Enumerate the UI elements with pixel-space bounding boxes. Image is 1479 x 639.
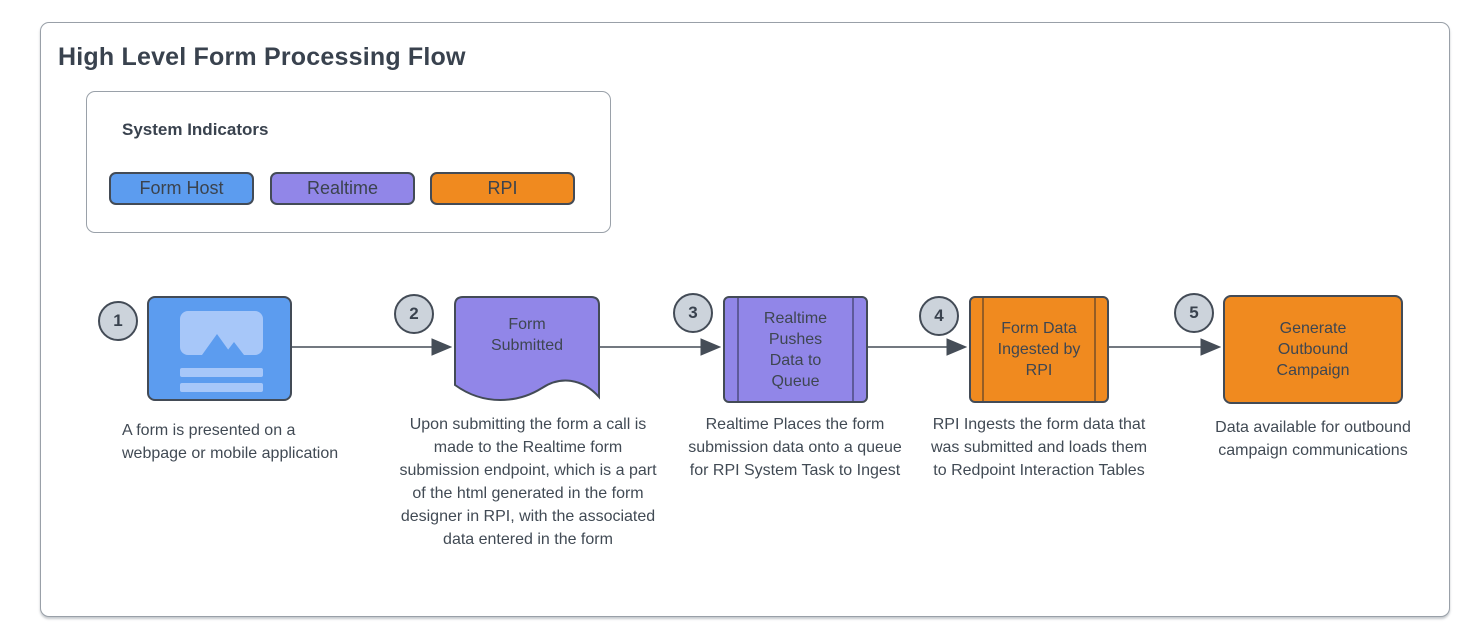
inner-rule: [737, 298, 739, 401]
step-1-number-badge: 1: [98, 301, 138, 341]
legend-title: System Indicators: [122, 120, 269, 139]
step-number: 1: [113, 311, 123, 330]
step-2-shape-label: Form Submitted: [490, 316, 564, 354]
step-number: 3: [688, 303, 698, 322]
text-line-bar: [180, 383, 263, 392]
inner-rule: [982, 298, 984, 401]
image-placeholder: [180, 311, 263, 355]
step-4-shape-label: Form Data Ingested by RPI: [997, 320, 1081, 379]
inner-rule: [1094, 298, 1096, 401]
step-1-form-host-shape: [147, 296, 292, 401]
mountain-icon: [201, 334, 244, 355]
legend-item-rpi: RPI: [430, 172, 575, 205]
step-5-campaign-shape: Generate Outbound Campaign: [1223, 295, 1403, 404]
step-5-shape-label: Generate Outbound Campaign: [1276, 320, 1350, 379]
step-5-caption: Data available for outbound campaign com…: [1215, 419, 1411, 459]
step-3-queue-shape: Realtime Pushes Data to Queue: [723, 296, 868, 403]
step-number: 4: [934, 306, 944, 325]
inner-rule: [852, 298, 854, 401]
step-5-number-badge: 5: [1174, 293, 1214, 333]
legend-item-realtime: Realtime: [270, 172, 415, 205]
step-2-document-shape: [454, 296, 600, 401]
text-line-bar: [180, 368, 263, 377]
step-3-number-badge: 3: [673, 293, 713, 333]
step-3-shape-label: Realtime Pushes Data to Queue: [763, 309, 828, 390]
legend-item-form-host: Form Host: [109, 172, 254, 205]
legend-box: System Indicators Form Host Realtime RPI: [86, 91, 611, 233]
step-2-caption: Upon submitting the form a call is made …: [399, 416, 657, 548]
diagram-frame: High Level Form Processing Flow System I…: [40, 22, 1450, 617]
step-3-caption: Realtime Places the form submission data…: [688, 416, 902, 479]
step-2-number-badge: 2: [394, 294, 434, 334]
step-1-caption: A form is presented on a webpage or mobi…: [122, 422, 339, 462]
step-number: 5: [1189, 303, 1199, 322]
step-number: 2: [409, 304, 419, 323]
step-4-ingest-shape: Form Data Ingested by RPI: [969, 296, 1109, 403]
step-4-caption: RPI Ingests the form data that was submi…: [930, 416, 1148, 479]
page-title: High Level Form Processing Flow: [58, 43, 466, 71]
step-4-number-badge: 4: [919, 296, 959, 336]
